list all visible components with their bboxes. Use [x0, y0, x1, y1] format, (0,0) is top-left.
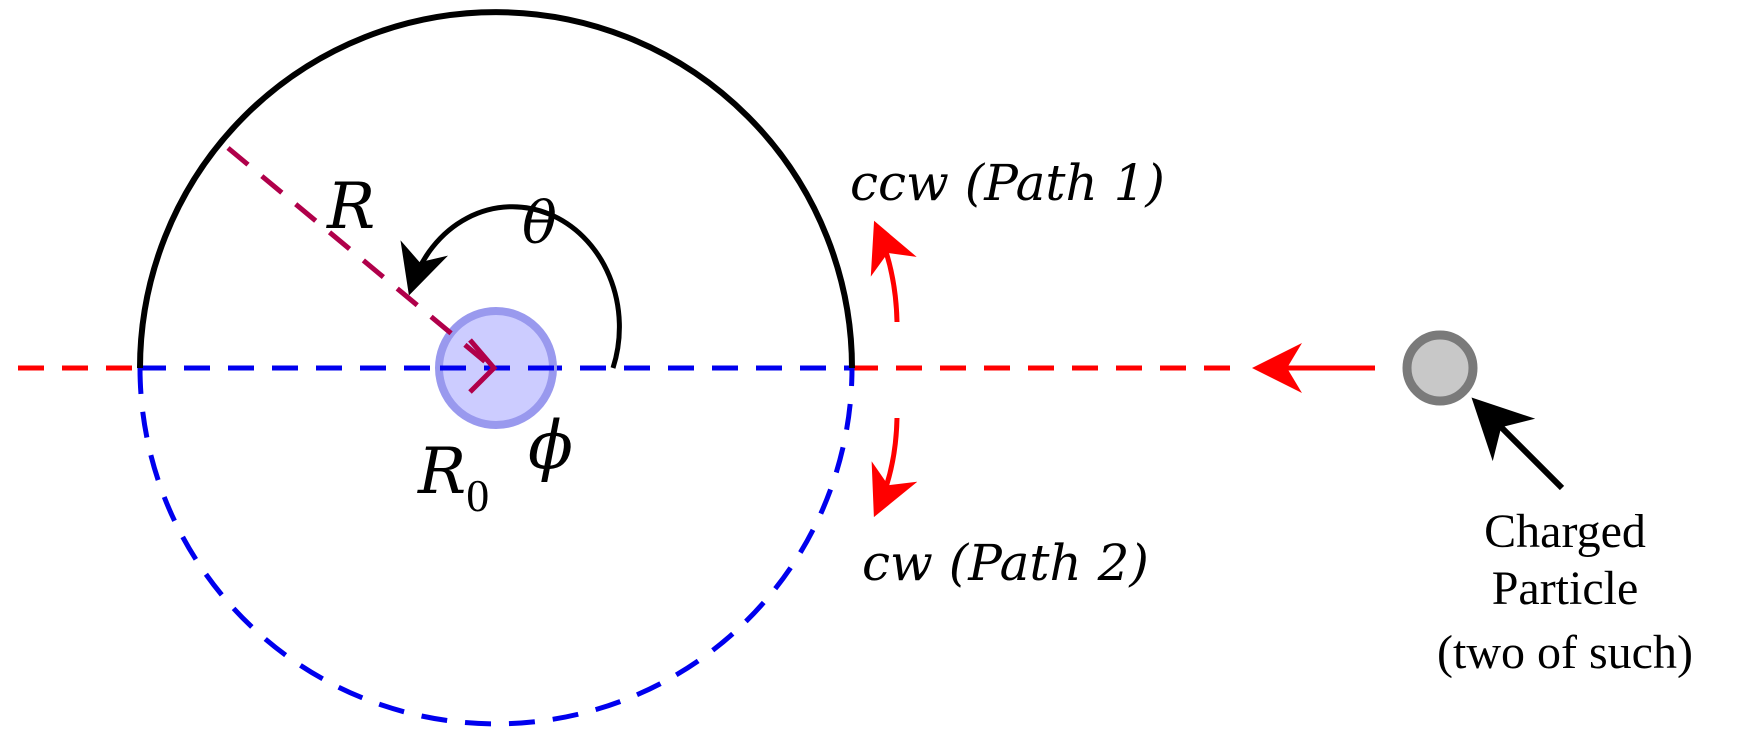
path2-label: cw (Path 2) [862, 534, 1149, 592]
inner-radius-main: R [417, 435, 466, 509]
particle-label-line1: Charged [1484, 505, 1646, 558]
theta-arc [400, 204, 622, 369]
radius-label: R [326, 170, 375, 244]
inner-radius-label: R0 [417, 435, 489, 521]
cw-arrow [871, 417, 918, 518]
lower-arc-path [137, 367, 855, 727]
radius-line [226, 146, 490, 366]
upper-arc-path [137, 9, 855, 369]
phi-label: ϕ [528, 407, 573, 484]
particle-pointer-arrow [1471, 397, 1565, 491]
ccw-arrow [870, 220, 917, 323]
circle-particle-icon [1402, 330, 1478, 406]
theta-label: θ [522, 189, 557, 257]
path1-label: ccw (Path 1) [850, 154, 1165, 212]
particle-label-line3: (two of such) [1437, 626, 1693, 679]
particle-label-line2: Particle [1492, 562, 1639, 615]
radius-arrowhead [468, 338, 498, 394]
inner-radius-sub: 0 [466, 470, 489, 521]
